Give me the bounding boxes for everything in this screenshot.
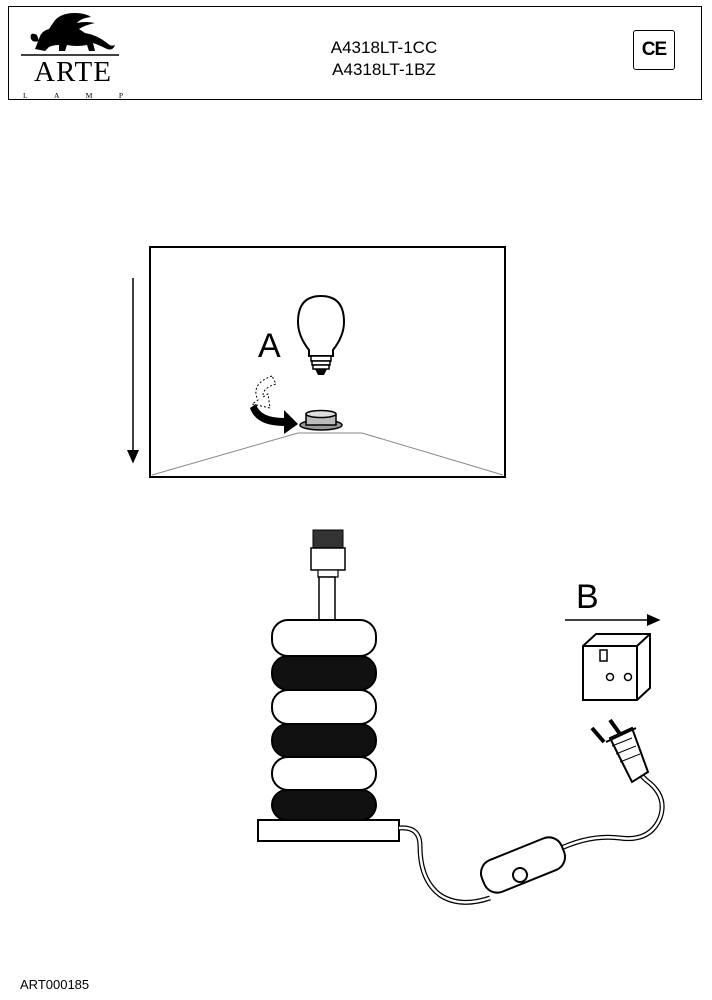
power-cable	[398, 772, 665, 905]
lamp-base	[257, 529, 400, 842]
step-a-label: A	[258, 327, 281, 365]
model-number: A4318LT-1BZ	[332, 60, 436, 79]
header: ARTE L A M P A4318LT-1CC A4318LT-1BZ CE	[8, 6, 702, 100]
inline-switch-icon	[479, 836, 567, 894]
light-bulb-icon	[296, 294, 346, 375]
ce-mark-text: CE	[641, 39, 667, 60]
brand-sub-letter: L	[23, 91, 28, 100]
plug-icon	[590, 718, 650, 784]
document-code: ART000185	[20, 977, 90, 992]
model-number: A4318LT-1CC	[330, 38, 438, 57]
model-numbers: A4318LT-1CC A4318LT-1BZ	[259, 37, 509, 81]
ce-mark-icon: CE	[633, 30, 675, 70]
brand-sub-letter: A	[53, 91, 60, 100]
brand-sub-letter: P	[118, 91, 123, 100]
brand-subtitle: L A M P	[23, 91, 123, 100]
socket-icon	[299, 409, 343, 431]
brand-sub-letter: M	[85, 91, 93, 100]
step-b-label: B	[576, 578, 599, 616]
wall-outlet-icon	[582, 633, 651, 701]
arte-lamp-logo: ARTE L A M P	[15, 9, 123, 100]
lampshade-panel	[149, 246, 506, 478]
brand-name: ARTE	[34, 56, 112, 88]
rotate-arrow-icon	[250, 375, 298, 434]
lion-griffin-icon	[21, 13, 119, 56]
